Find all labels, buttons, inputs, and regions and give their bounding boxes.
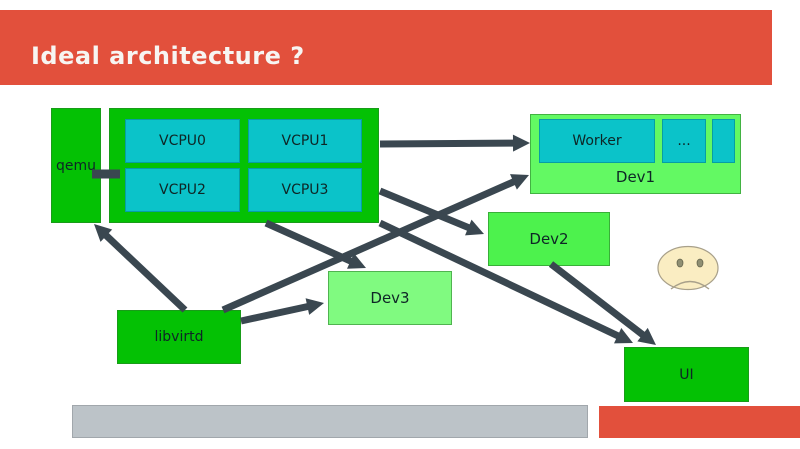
sad-face-icon	[657, 245, 719, 291]
vcpu3-label: VCPU3	[281, 182, 329, 198]
vcpu2-box: VCPU2	[125, 168, 240, 212]
worker-label: Worker	[572, 133, 622, 149]
ui-box: UI	[624, 347, 749, 402]
left-eye	[676, 258, 684, 268]
arrow-libvirtd-to-dev3	[240, 298, 324, 325]
libvirtd-label: libvirtd	[154, 329, 204, 345]
worker-ellipsis-box: ...	[662, 119, 706, 163]
dev1-label: Dev1	[615, 168, 656, 186]
vcpu1-box: VCPU1	[248, 119, 362, 163]
dev2-label: Dev2	[529, 230, 569, 248]
vcpu0-label: VCPU0	[159, 133, 206, 149]
frown-mouth	[670, 280, 710, 290]
vcpu0-box: VCPU0	[125, 119, 240, 163]
arrow-dev2-to-ui	[548, 261, 656, 345]
vcpu1-label: VCPU1	[281, 133, 329, 149]
vcpu2-label: VCPU2	[159, 182, 206, 198]
worker-box: Worker	[539, 119, 655, 163]
qemu-box: qemu	[51, 108, 101, 223]
ui-label: UI	[679, 366, 694, 383]
dev2-box: Dev2	[488, 212, 610, 266]
title-bar	[0, 10, 772, 85]
footer-red-bar	[599, 406, 800, 438]
arrow-vcpu-box-to-dev3	[264, 219, 366, 269]
right-eye	[696, 258, 704, 268]
arrow-libvirtd-to-qemu	[94, 224, 188, 313]
footer-gray-bar	[72, 405, 588, 438]
libvirtd-box: libvirtd	[117, 310, 241, 364]
dev3-box: Dev3	[328, 271, 452, 325]
qemu-label: qemu	[55, 157, 96, 174]
worker-extra-box	[712, 119, 735, 163]
vcpu3-box: VCPU3	[248, 168, 362, 212]
slide-title: Ideal architecture ?	[31, 42, 305, 70]
arrow-vcpu-box-to-dev1	[379, 134, 530, 152]
worker-ellipsis-label: ...	[677, 133, 691, 149]
dev3-label: Dev3	[370, 289, 410, 307]
arrow-vcpu-box-to-dev2	[378, 187, 484, 236]
